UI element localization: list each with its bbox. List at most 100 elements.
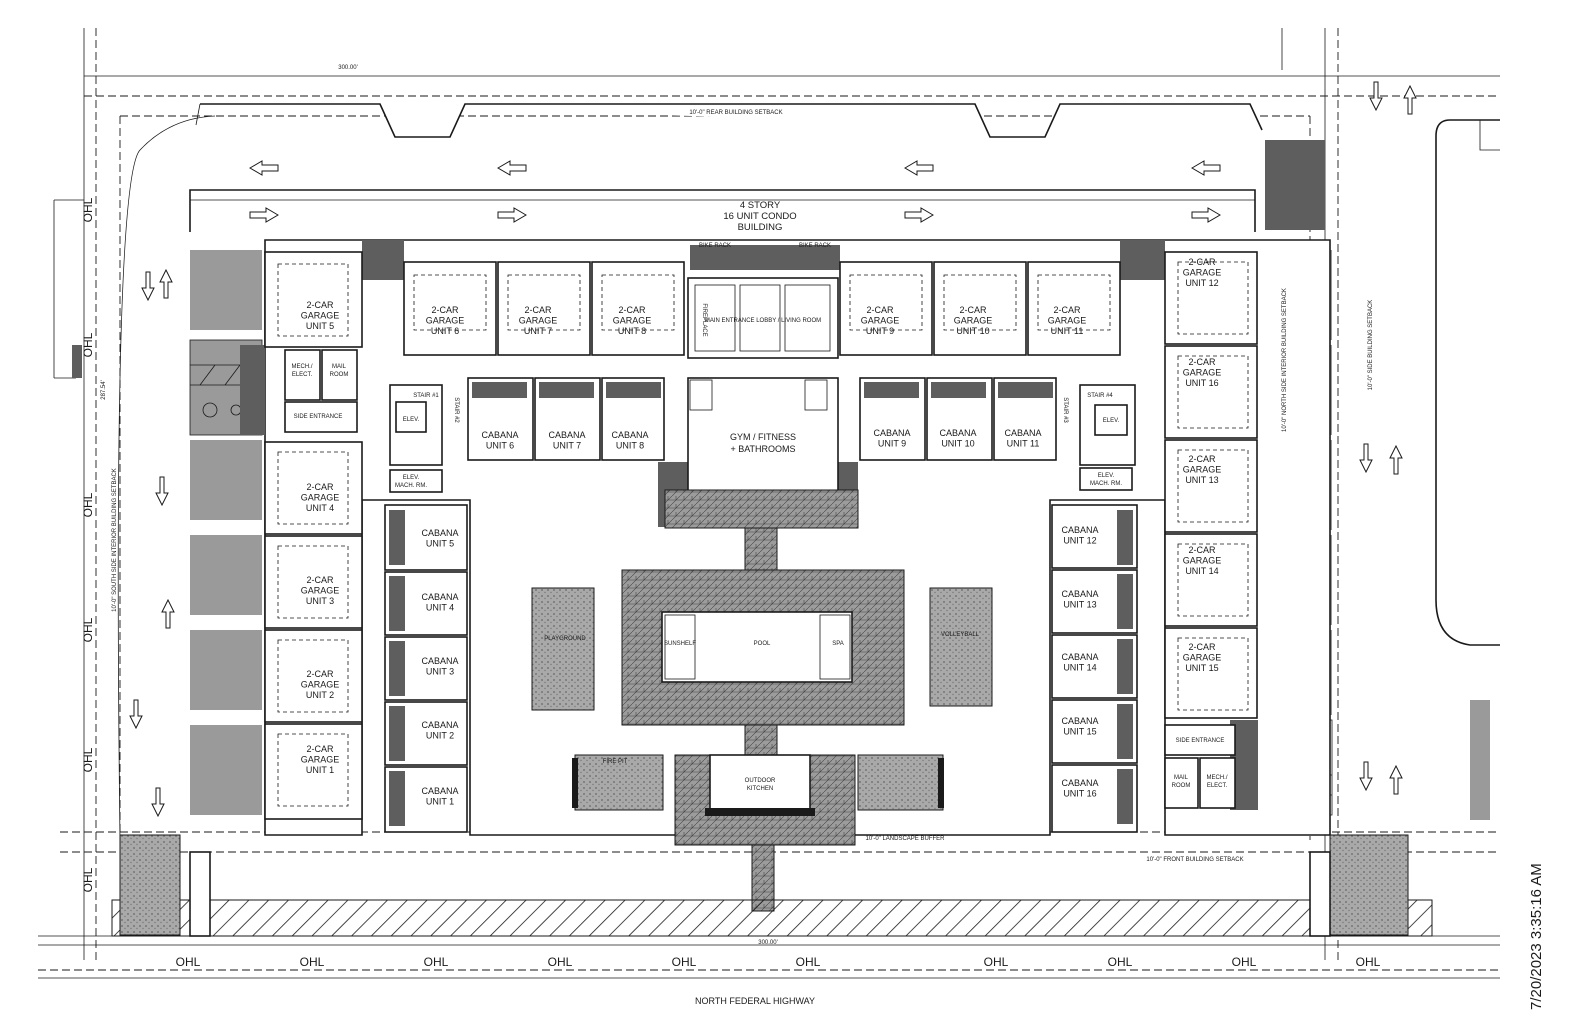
rear-setback-label: 10'-0" REAR BUILDING SETBACK — [689, 110, 782, 116]
ohl-label: OHL — [81, 332, 95, 357]
garage-label: 2-CAR — [1053, 305, 1081, 315]
bike-rack-right: BIKE RACK — [799, 243, 831, 249]
cabana-label: UNIT 4 — [426, 603, 454, 613]
garage-label: UNIT 4 — [306, 503, 334, 513]
garage-label: GARAGE — [1183, 465, 1222, 475]
sidewalk — [111, 834, 1433, 937]
cabana-label: CABANA — [481, 430, 518, 440]
mech-right-1: MECH./ — [1207, 775, 1228, 781]
fireplace-label: FIREPLACE — [701, 303, 707, 336]
garages-left — [264, 251, 363, 820]
traffic-arrows — [129, 81, 1417, 818]
garage-label: 2-CAR — [1188, 357, 1216, 367]
garage-label: UNIT 2 — [306, 690, 334, 700]
volleyball-label: VOLLEYBALL — [941, 632, 980, 638]
ohl-label: OHL — [81, 747, 95, 772]
pool-label: POOL — [754, 641, 771, 647]
garage-label: 2-CAR — [524, 305, 552, 315]
cabana-label: UNIT 14 — [1063, 663, 1096, 673]
elev-mach-right-2: MACH. RM. — [1090, 481, 1122, 487]
cabana-label: UNIT 10 — [941, 439, 974, 449]
dim-bottom: 300.00' — [758, 940, 778, 946]
rear-driveway — [189, 103, 1263, 232]
south-setback-label: 10'-0" SOUTH SIDE INTERIOR BUILDING SETB… — [112, 468, 118, 612]
cabana-label: CABANA — [611, 430, 648, 440]
ohl-label: OHL — [672, 955, 697, 969]
playground-label: PLAYGROUND — [544, 636, 586, 642]
cabana-label: CABANA — [1061, 716, 1098, 726]
elev-mach-right-1: ELEV. — [1098, 473, 1115, 479]
garage-label: UNIT 7 — [524, 326, 552, 336]
plan-labels: 300.00' 10'-0" REAR BUILDING SETBACK 4 S… — [101, 65, 1374, 1006]
elev-right: ELEV. — [1103, 418, 1120, 424]
garage-label: 2-CAR — [866, 305, 894, 315]
garage-label: GARAGE — [301, 493, 340, 503]
ohl-label: OHL — [81, 197, 95, 222]
building-label-1: 4 STORY — [740, 200, 781, 211]
mail-right-1: MAIL — [1174, 775, 1189, 781]
fire-pit-label: FIRE PIT — [603, 759, 628, 765]
garage-label: UNIT 16 — [1185, 378, 1218, 388]
garage-label: UNIT 11 — [1051, 326, 1084, 336]
stair-1: STAIR #1 — [413, 393, 439, 399]
stair-4: STAIR #4 — [1087, 393, 1113, 399]
cabana-fixtures — [389, 382, 1133, 826]
cabana-label: CABANA — [421, 592, 458, 602]
building-label-2: 16 UNIT CONDO — [723, 211, 796, 222]
cabana-label: CABANA — [421, 786, 458, 796]
garage-label: UNIT 1 — [306, 765, 334, 775]
garage-label: GARAGE — [301, 586, 340, 596]
main-entrance-label: MAIN ENTRANCE LOBBY / LIVING ROOM — [705, 318, 821, 324]
cabana-label: CABANA — [421, 528, 458, 538]
garage-label: UNIT 9 — [866, 326, 894, 336]
garage-label: 2-CAR — [306, 744, 334, 754]
garage-label: 2-CAR — [1188, 642, 1216, 652]
garage-label: GARAGE — [1183, 368, 1222, 378]
mail-left-2: ROOM — [330, 372, 349, 378]
north-setback-label: 10'-0" NORTH SIDE INTERIOR BUILDING SETB… — [1282, 288, 1288, 432]
print-timestamp: 7/20/2023 3:35:16 AM — [1528, 863, 1545, 1010]
garage-label: GARAGE — [426, 316, 465, 326]
ohl-label: OHL — [300, 955, 325, 969]
garage-label: GARAGE — [613, 316, 652, 326]
garage-label: 2-CAR — [306, 482, 334, 492]
garage-label: UNIT 10 — [956, 326, 989, 336]
ohl-label: OHL — [796, 955, 821, 969]
garage-label: GARAGE — [519, 316, 558, 326]
elev-mach-left-2: MACH. RM. — [395, 483, 427, 489]
cabana-label: CABANA — [421, 656, 458, 666]
service-left — [284, 349, 443, 493]
cabana-label: UNIT 1 — [426, 797, 454, 807]
cabana-label: UNIT 7 — [553, 441, 581, 451]
ohl-label: OHL — [1232, 955, 1257, 969]
cabana-label: UNIT 11 — [1007, 439, 1040, 449]
mail-right-2: ROOM — [1172, 783, 1191, 789]
cabana-label: CABANA — [939, 428, 976, 438]
cabana-label: CABANA — [1004, 428, 1041, 438]
cabana-label: UNIT 9 — [878, 439, 906, 449]
cabana-label: UNIT 12 — [1063, 536, 1096, 546]
cabana-label: CABANA — [548, 430, 585, 440]
garage-label: 2-CAR — [306, 669, 334, 679]
ohl-label: OHL — [984, 955, 1009, 969]
mech-left-2: ELECT. — [292, 372, 313, 378]
ohl-label: OHL — [81, 617, 95, 642]
cabana-label: CABANA — [1061, 589, 1098, 599]
garage-label: 2-CAR — [1188, 454, 1216, 464]
service-right — [1079, 384, 1236, 809]
cabana-label: UNIT 2 — [426, 731, 454, 741]
side-entrance-left: SIDE ENTRANCE — [294, 414, 343, 420]
garage-label: UNIT 14 — [1185, 566, 1218, 576]
front-setback-label: 10'-0" FRONT BUILDING SETBACK — [1146, 857, 1243, 863]
garage-label: 2-CAR — [306, 300, 334, 310]
garage-label: UNIT 12 — [1185, 278, 1218, 288]
lobby — [687, 277, 839, 497]
ohl-label: OHL — [81, 867, 95, 892]
garage-label: UNIT 6 — [431, 326, 459, 336]
mail-left-1: MAIL — [332, 364, 347, 370]
gym-label-1: GYM / FITNESS — [730, 432, 796, 442]
cabana-label: UNIT 5 — [426, 539, 454, 549]
side-entrance-right: SIDE ENTRANCE — [1176, 738, 1225, 744]
